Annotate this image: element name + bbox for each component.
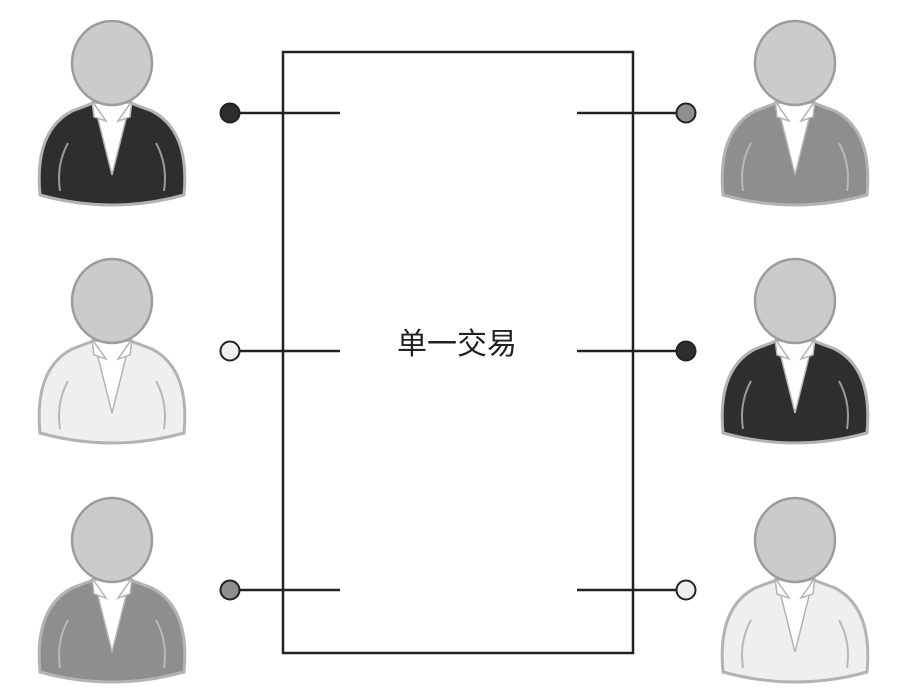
participants-layer [37,19,870,684]
connector-dot [219,579,241,601]
person-icon-left-top [37,19,187,207]
person-fold-right [838,142,849,192]
transaction-label: 单一交易 [397,327,517,362]
person-fold-right [155,380,166,430]
person-fold-left [58,619,69,669]
person-collar-left [774,577,791,600]
person-icon-left-middle [37,257,187,445]
connector-left-bottom [219,579,340,601]
person-fold-left [58,380,69,430]
connector-dot [219,340,241,362]
person-head [753,257,837,345]
person-collar-right [116,100,133,123]
person-collar-right [116,338,133,361]
connector-dot [675,102,697,124]
person-collar-right [799,338,816,361]
connector-left-top [219,102,340,124]
person-icon-left-bottom [37,496,187,684]
person-icon-right-bottom [720,496,870,684]
connector-left-middle [219,340,340,362]
connector-right-top [577,102,697,124]
person-fold-left [58,142,69,192]
person-fold-left [741,380,752,430]
person-head [753,19,837,107]
person-fold-right [155,142,166,192]
person-collar-left [91,100,108,123]
person-collar-right [116,577,133,600]
connector-right-middle [577,340,697,362]
connector-dot [675,340,697,362]
person-collar-right [799,100,816,123]
person-collar-left [774,100,791,123]
person-head [753,496,837,584]
connector-dot [219,102,241,124]
person-head [70,19,154,107]
connector-dot [675,579,697,601]
connector-right-bottom [577,579,697,601]
person-fold-right [838,619,849,669]
person-fold-left [741,142,752,192]
person-fold-right [838,380,849,430]
person-head [70,257,154,345]
person-collar-left [774,338,791,361]
person-icon-right-middle [720,257,870,445]
person-collar-right [799,577,816,600]
person-collar-left [91,577,108,600]
person-fold-right [155,619,166,669]
person-collar-left [91,338,108,361]
person-icon-right-top [720,19,870,207]
transaction-box [281,50,635,655]
person-head [70,496,154,584]
person-fold-left [741,619,752,669]
